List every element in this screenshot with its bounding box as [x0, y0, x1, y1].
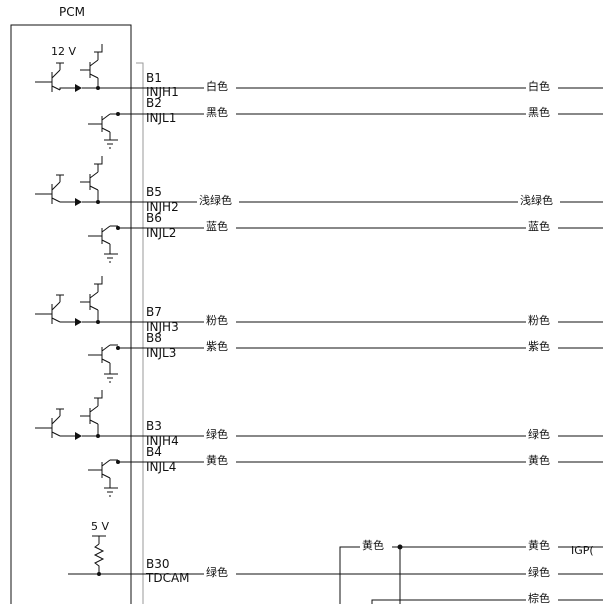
resistor-icon [93, 543, 105, 574]
signal-injl1: INJL1 [146, 111, 176, 125]
driver-transistors-4 [35, 390, 118, 497]
signal-injl3: INJL3 [146, 346, 176, 360]
junction-dot [96, 200, 100, 204]
junction-dot [116, 460, 120, 464]
wire-color-injh3-left: 粉色 [206, 313, 228, 327]
pin-b2: B2 [146, 96, 162, 110]
diode-icon [75, 432, 82, 440]
wire-color-injl1-left: 黑色 [206, 105, 228, 119]
connector-label: IGP( [571, 544, 594, 557]
junction-dot [96, 320, 100, 324]
junction-dot [397, 544, 403, 550]
diode-icon [75, 198, 82, 206]
pin-b1: B1 [146, 71, 162, 85]
driver-transistors-3 [35, 276, 118, 383]
junction-dot [116, 112, 120, 116]
junction-dot [96, 86, 100, 90]
wire-color-injl2-left: 蓝色 [206, 219, 228, 233]
connector-bracket [136, 62, 144, 604]
pin-b3: B3 [146, 419, 162, 433]
wire-color-injh4-left: 绿色 [206, 427, 228, 441]
wire-color-injh3-right: 粉色 [528, 313, 550, 327]
wire-color-injh4-right: 绿色 [528, 427, 550, 441]
wire-color-tdcam-left: 绿色 [206, 565, 228, 579]
wire-color-injh2-left: 浅绿色 [199, 193, 232, 207]
wire-color-injl3-left: 紫色 [206, 339, 228, 353]
pin-b30: B30 [146, 557, 170, 571]
pin-b6: B6 [146, 211, 162, 225]
driver-transistors-1 [35, 44, 118, 149]
diode-icon [75, 318, 82, 326]
injector-pair-2: B5 INJH2 B6 INJL2 浅绿色 蓝色 浅绿色 蓝色 [35, 156, 603, 263]
wire-color-injl2-right: 蓝色 [528, 219, 550, 233]
signal-injh2: INJH2 [146, 200, 179, 214]
injector-pair-3: B7 INJH3 B8 INJL3 粉色 紫色 粉色 紫色 [35, 276, 603, 383]
diode-icon [75, 84, 82, 92]
supply-12v-label: 12 V [51, 45, 76, 58]
pcm-box [10, 24, 132, 604]
pin-b8: B8 [146, 331, 162, 345]
wire-color-injl3-right: 紫色 [528, 339, 550, 353]
driver-transistors-2 [35, 156, 118, 263]
wire-supply-branch [339, 546, 603, 604]
injector-pair-1: B1 INJH1 B2 INJL1 白色 黑色 白色 黑色 [35, 44, 603, 149]
signal-injh3: INJH3 [146, 320, 179, 334]
wire-color-injl4-left: 黄色 [206, 453, 228, 467]
supply-5v-label: 5 V [91, 520, 109, 533]
wire-color-supply-right: 黄色 [528, 538, 550, 552]
signal-injh1: INJH1 [146, 85, 179, 99]
cam-sensor-circuit: B30 TDCAM 绿色 黄色 黄色 绿色 棕色 IGP( [68, 535, 603, 604]
wire-color-supply-left: 黄色 [362, 538, 384, 552]
wire-color-injl4-right: 黄色 [528, 453, 550, 467]
wire-color-injl1-right: 黑色 [528, 105, 550, 119]
wire-color-injh1-right: 白色 [528, 79, 550, 93]
wire-color-injh2-right: 浅绿色 [520, 193, 553, 207]
wire-color-tdcam-right: 绿色 [528, 565, 550, 579]
junction-dot [96, 434, 100, 438]
junction-dot [116, 226, 120, 230]
pullup-resistor [92, 535, 106, 574]
wire-color-ground-right: 棕色 [528, 591, 550, 604]
signal-injh4: INJH4 [146, 434, 179, 448]
pcm-title: PCM [59, 5, 85, 19]
signal-injl4: INJL4 [146, 460, 176, 474]
signal-injl2: INJL2 [146, 226, 176, 240]
wire-color-injh1-left: 白色 [206, 79, 228, 93]
pin-b4: B4 [146, 445, 162, 459]
junction-dot [116, 346, 120, 350]
signal-tdcam: TDCAM [145, 571, 190, 585]
injector-pair-4: B3 INJH4 B4 INJL4 绿色 黄色 绿色 黄色 [35, 390, 603, 497]
junction-dot [97, 572, 101, 576]
pin-b7: B7 [146, 305, 162, 319]
pin-b5: B5 [146, 185, 162, 199]
wire-ground-branch [371, 599, 603, 604]
